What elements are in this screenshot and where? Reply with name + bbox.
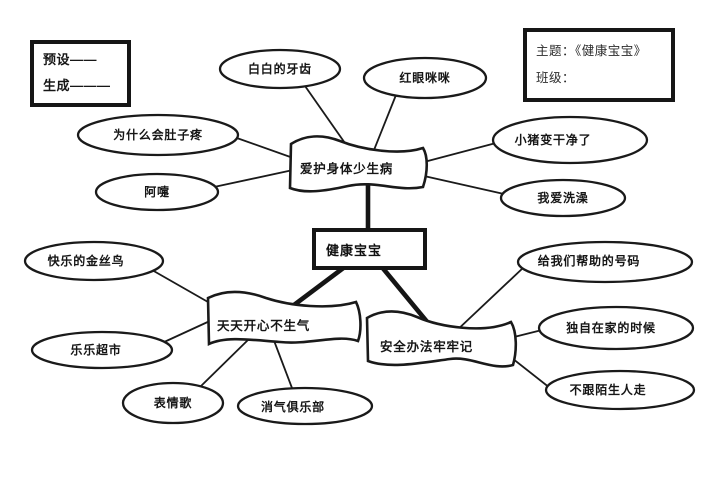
class-label: 班级： — [536, 71, 576, 85]
root-node-label: 健康宝宝 — [326, 242, 383, 258]
leaf-label-stranger: 不跟陌生人走 — [569, 383, 647, 397]
leaf-label-help-numbers: 给我们帮助的号码 — [537, 254, 641, 268]
leaf-label-golden-bird: 快乐的金丝鸟 — [47, 254, 125, 268]
leaf-label-emotion-song: 表情歌 — [153, 396, 193, 410]
ellipse-red-eyes — [362, 56, 488, 100]
connector-red-eyes — [371, 94, 397, 156]
ellipse-sneeze — [94, 172, 220, 212]
branch-label-health-body: 爱护身体少生病 — [300, 162, 394, 176]
trunk-happy-branch — [288, 264, 348, 310]
legend-box: 预设—— 生成——— — [30, 40, 131, 107]
ellipse-stranger — [544, 369, 696, 411]
ellipse-help-numbers — [516, 240, 694, 284]
ellipse-tummy-ache — [76, 113, 240, 157]
theme-label: 主题：《健康宝宝》 — [536, 44, 647, 58]
connector-bird — [151, 269, 216, 307]
connector-song — [199, 337, 251, 388]
info-box: 主题：《健康宝宝》 班级： — [523, 28, 675, 102]
banner-safety — [365, 310, 518, 368]
leaf-label-sneeze: 阿嚏 — [144, 185, 170, 199]
root-node-box: 健康宝宝 — [312, 228, 427, 270]
leaf-label-white-teeth: 白白的牙齿 — [247, 62, 312, 76]
banner-happy-mood — [206, 290, 362, 347]
ellipse-calm-club — [236, 386, 374, 426]
leaf-label-lele-market: 乐乐超市 — [70, 343, 122, 357]
connector-bath — [423, 175, 505, 195]
connector-numbers — [453, 266, 525, 334]
branch-label-happy-mood: 天天开心不生气 — [217, 319, 311, 333]
ellipse-home-alone — [537, 305, 695, 351]
ellipse-emotion-song — [121, 381, 225, 425]
connector-teeth — [304, 85, 348, 147]
leaf-label-home-alone: 独自在家的时候 — [566, 321, 656, 335]
legend-generate-label: 生成——— — [43, 78, 111, 93]
connector-market — [161, 319, 213, 344]
leaf-label-red-eyes: 红眼咪咪 — [399, 71, 451, 85]
trunk-safety-branch — [379, 264, 435, 331]
ellipse-golden-bird — [23, 240, 165, 282]
connector-sneeze — [213, 169, 294, 188]
ellipse-white-teeth — [218, 48, 342, 90]
leaf-label-tummy-ache: 为什么会肚子疼 — [113, 128, 203, 142]
leaf-label-calm-club: 消气俱乐部 — [260, 400, 325, 414]
legend-preset-label: 预设—— — [43, 52, 98, 67]
ellipse-clean-pig — [491, 115, 649, 165]
leaf-label-clean-pig: 小猪变干净了 — [514, 133, 592, 147]
connector-tummy — [233, 136, 297, 160]
banner-health-body — [288, 135, 429, 193]
ellipse-lele-market — [30, 330, 174, 370]
connector-pig — [423, 142, 497, 163]
connector-club — [272, 337, 293, 389]
ellipse-love-bath — [499, 178, 627, 218]
leaf-label-love-bath: 我爱洗澡 — [537, 191, 589, 205]
branch-label-safety: 安全办法牢牢记 — [380, 340, 474, 354]
